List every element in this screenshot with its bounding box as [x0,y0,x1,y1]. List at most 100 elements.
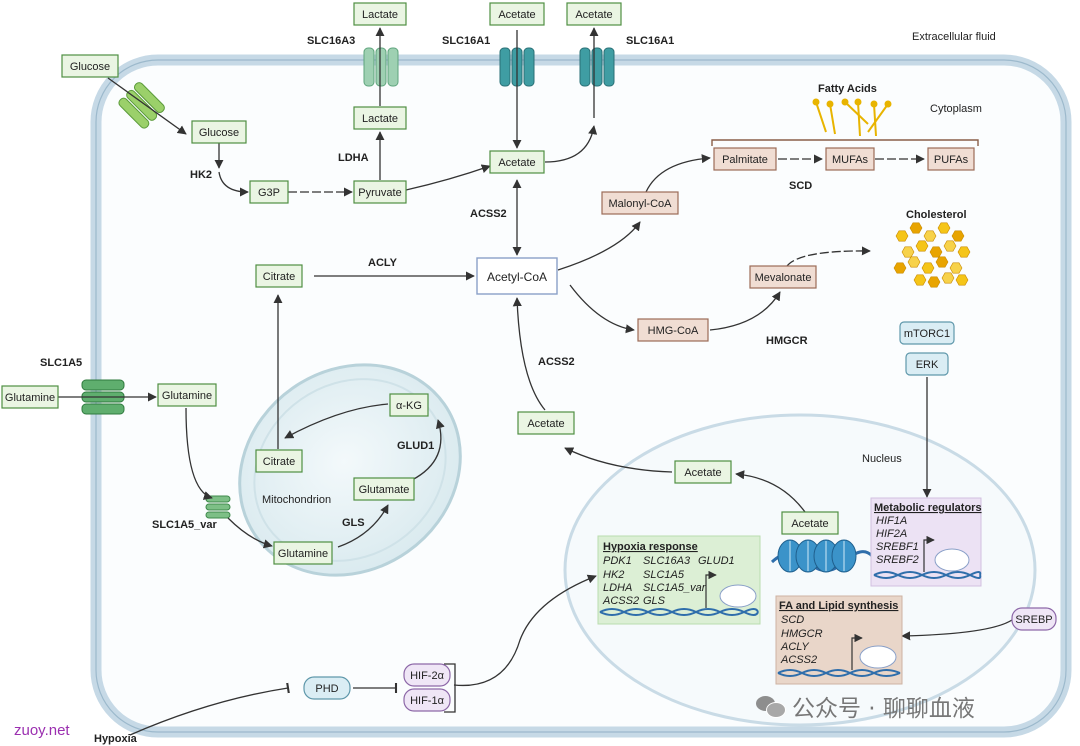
channel-watermark-text: 公众号 · 聊聊血液 [792,696,975,722]
svg-text:Glutamate: Glutamate [359,484,410,496]
glucose-in-box: Glucose [191,120,247,144]
slc1a5-var-transporter-icon [205,495,231,519]
slc1a5-var-label: SLC1A5_var [152,519,218,531]
hif1a-box: HIF-1α [403,688,451,712]
acetate-out-box-2: Acetate [566,2,622,26]
svg-text:GLS: GLS [643,595,666,607]
hypoxia-response-panel: Hypoxia response PDK1 SLC16A3 GLUD1 HK2 … [597,535,761,625]
svg-text:PHD: PHD [315,683,338,695]
hmg-coa-box: HMG-CoA [637,318,709,342]
chromatin-icon [770,539,874,573]
svg-text:Palmitate: Palmitate [722,154,768,166]
svg-text:HIF2A: HIF2A [876,528,907,540]
fatty-acids-icon [812,98,892,137]
svg-text:Glucose: Glucose [199,127,239,139]
slc1a5-label: SLC1A5 [40,357,82,369]
acetate-lower-box: Acetate [517,411,575,435]
svg-text:Acetate: Acetate [684,467,721,479]
svg-text:SCD: SCD [781,614,804,626]
akg-box: α-KG [389,393,429,417]
acss2-mid-label: ACSS2 [538,356,575,368]
citrate-mito-box: Citrate [255,449,303,473]
extracellular-label: Extracellular fluid [912,31,996,43]
glutamine-out-box: Glutamine [1,385,59,409]
svg-text:SREBP: SREBP [1015,614,1052,626]
svg-text:Acetate: Acetate [791,518,828,530]
svg-text:Glutamine: Glutamine [278,548,328,560]
svg-text:PDK1: PDK1 [603,555,632,567]
svg-text:G3P: G3P [258,187,280,199]
svg-text:Glucose: Glucose [70,61,110,73]
mitochondrion [238,363,462,577]
svg-text:FA and Lipid synthesis: FA and Lipid synthesis [779,600,898,612]
slc16a3-label: SLC16A3 [307,35,355,47]
srebp-box: SREBP [1011,607,1057,631]
ldha-label: LDHA [338,152,369,164]
svg-text:Citrate: Citrate [263,456,295,468]
gls-label: GLS [342,517,365,529]
hypoxia-label: Hypoxia [94,733,138,745]
hk2-label: HK2 [190,169,212,181]
svg-text:Acetate: Acetate [498,157,535,169]
svg-text:Lactate: Lactate [362,113,398,125]
acss2-top-label: ACSS2 [470,208,507,220]
svg-text:LDHA: LDHA [603,582,632,594]
cholesterol-icon [893,222,971,288]
mevalonate-box: Mevalonate [749,265,817,289]
svg-text:SLC1A5_var: SLC1A5_var [643,582,707,594]
slc16a3-transporter-icon [363,47,399,87]
svg-text:Malonyl-CoA: Malonyl-CoA [609,198,673,210]
svg-text:HMG-CoA: HMG-CoA [648,325,699,337]
glutamate-box: Glutamate [353,477,415,501]
svg-text:Pyruvate: Pyruvate [358,187,401,199]
svg-text:ACSS2: ACSS2 [780,654,817,666]
wechat-icon [756,694,786,718]
mtorc1-box: mTORC1 [899,321,955,345]
hmgcr-label: HMGCR [766,335,808,347]
fatty-acids-label: Fatty Acids [818,83,877,95]
svg-text:Metabolic regulators: Metabolic regulators [874,502,982,514]
acly-label: ACLY [368,257,398,269]
slc16a1-label-right: SLC16A1 [626,35,674,47]
svg-text:Citrate: Citrate [263,271,295,283]
svg-text:HMGCR: HMGCR [781,628,823,640]
acetate-cyto-box: Acetate [489,150,545,174]
site-watermark: zuoy.net [14,722,70,739]
acetate-out-box-1: Acetate [489,2,545,26]
fa-lipid-synthesis-panel: FA and Lipid synthesis SCD HMGCR ACLY AC… [775,595,903,685]
citrate-cyto-box: Citrate [255,264,303,288]
phd-box: PHD [303,676,351,700]
svg-text:ACSS2: ACSS2 [602,595,639,607]
acetate-nuc-box: Acetate [674,460,732,484]
glutamine-mito-box: Glutamine [273,541,333,565]
svg-text:Acetyl-CoA: Acetyl-CoA [487,270,547,284]
slc1a5-transporter-icon [81,379,125,415]
svg-text:SREBF1: SREBF1 [876,541,919,553]
glud1-label: GLUD1 [397,440,434,452]
pyruvate-box: Pyruvate [353,180,407,204]
svg-text:GLUD1: GLUD1 [698,555,735,567]
pufas-box: PUFAs [927,147,975,171]
mitochondrion-label: Mitochondrion [262,494,331,506]
svg-text:SLC16A3: SLC16A3 [643,555,691,567]
fatty-acid-bracket [711,139,979,146]
svg-text:mTORC1: mTORC1 [904,328,950,340]
scd-label: SCD [789,180,812,192]
svg-text:Acetate: Acetate [575,9,612,21]
svg-text:α-KG: α-KG [396,400,422,412]
cytoplasm-label: Cytoplasm [930,103,982,115]
erk-box: ERK [905,352,949,376]
svg-text:ACLY: ACLY [780,641,809,653]
svg-text:Hypoxia response: Hypoxia response [603,541,698,553]
hif2a-box: HIF-2α [403,663,451,687]
glucose-out-box: Glucose [61,54,119,78]
svg-text:HIF-1α: HIF-1α [410,695,445,707]
pathway-arrows [58,27,1013,736]
svg-text:HK2: HK2 [603,569,624,581]
svg-text:Acetate: Acetate [527,418,564,430]
malonyl-coa-box: Malonyl-CoA [601,191,679,215]
mufas-box: MUFAs [825,147,875,171]
svg-text:Lactate: Lactate [362,9,398,21]
acetate-chromatin-box: Acetate [781,511,839,535]
